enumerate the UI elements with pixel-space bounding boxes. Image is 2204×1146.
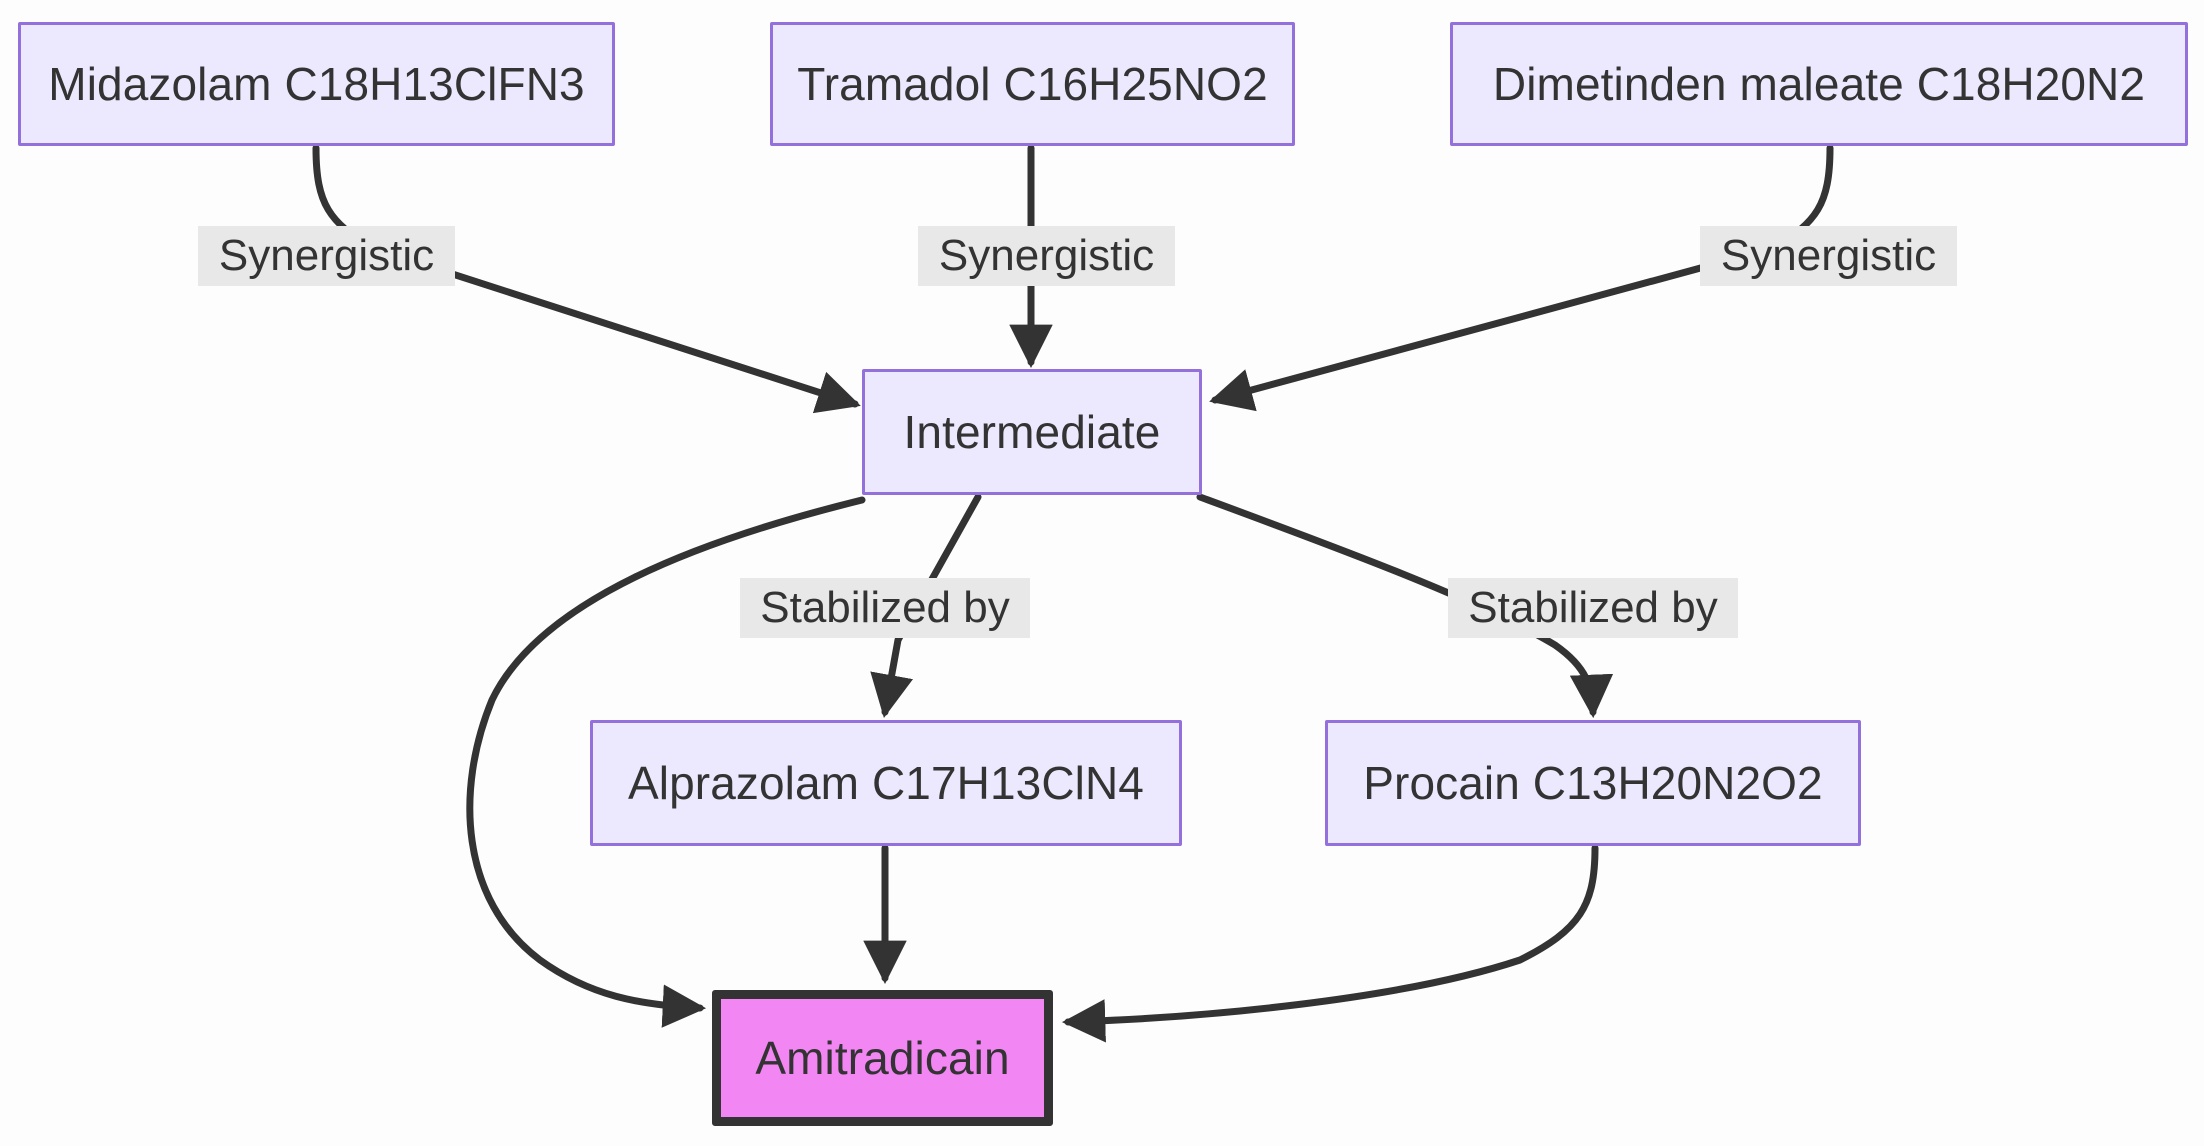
node-midazolam[interactable]: Midazolam C18H13ClFN3	[18, 22, 615, 146]
node-amitradicain[interactable]: Amitradicain	[712, 990, 1053, 1126]
node-dimetinden-maleate[interactable]: Dimetinden maleate C18H20N2	[1450, 22, 2188, 146]
edge-label-intermediate-procain: Stabilized by	[1448, 578, 1738, 638]
edge-label-text: Synergistic	[218, 230, 435, 280]
node-amitradicain-label: Amitradicain	[755, 1031, 1010, 1084]
edge-label-text: Stabilized by	[760, 582, 1010, 632]
node-alprazolam[interactable]: Alprazolam C17H13ClN4	[590, 720, 1182, 846]
edge-label-tramadol-intermediate: Synergistic	[918, 226, 1175, 286]
node-alprazolam-label: Alprazolam C17H13ClN4	[628, 756, 1144, 809]
node-tramadol[interactable]: Tramadol C16H25NO2	[770, 22, 1295, 146]
node-procain[interactable]: Procain C13H20N2O2	[1325, 720, 1861, 846]
edge-label-text: Stabilized by	[1468, 582, 1718, 632]
edge-label-intermediate-alprazolam: Stabilized by	[740, 578, 1030, 638]
node-intermediate-label: Intermediate	[903, 405, 1161, 458]
edge-label-text: Synergistic	[1720, 230, 1937, 280]
node-dimetinden-maleate-label: Dimetinden maleate C18H20N2	[1492, 57, 2146, 110]
node-tramadol-label: Tramadol C16H25NO2	[797, 57, 1268, 110]
edge-label-midazolam-intermediate: Synergistic	[198, 226, 455, 286]
node-procain-label: Procain C13H20N2O2	[1363, 756, 1823, 809]
node-intermediate[interactable]: Intermediate	[862, 369, 1202, 495]
edge-label-text: Synergistic	[938, 230, 1155, 280]
node-midazolam-label: Midazolam C18H13ClFN3	[48, 57, 585, 110]
edge-label-dimetinden-intermediate: Synergistic	[1700, 226, 1957, 286]
edge-procain-amitradicain	[1061, 844, 1599, 1043]
